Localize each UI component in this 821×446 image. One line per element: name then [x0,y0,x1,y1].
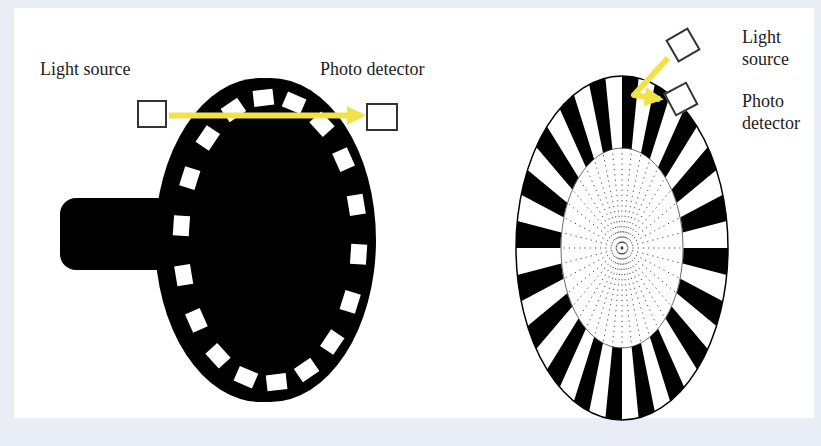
spoke [579,248,623,319]
spoke [622,248,677,293]
spoke [622,167,658,248]
stripe [516,221,561,248]
stripe [681,195,727,233]
spoke [567,248,622,293]
component-label: Light source [742,26,814,70]
slot [173,215,190,236]
spoke [564,248,623,279]
slot [347,194,366,216]
slot [196,125,220,151]
disk-slots [173,89,367,392]
stripe [632,343,655,418]
stripe [560,95,594,168]
spoke [561,232,622,248]
spoke [622,148,623,248]
spoke [622,248,672,307]
stripe [528,293,573,349]
spoke [586,248,622,329]
spoke [586,167,622,248]
slot [266,373,288,391]
stripe [574,337,603,412]
spoke [622,248,632,347]
slot [253,89,275,107]
component-label: Light source [40,58,130,80]
slotted-disk [164,78,376,402]
stripe [677,279,723,326]
slot [320,329,344,355]
spoke [622,178,666,249]
spoke [622,232,683,248]
stripe [517,264,563,302]
spoke [572,189,622,248]
spoke [622,248,623,348]
striped-disk [516,76,728,420]
photo-detector-box: Photo detector [664,82,698,116]
spoke [622,248,683,264]
spoke [622,248,684,249]
spoke [622,248,666,319]
spoke [561,248,623,249]
stripe [683,248,728,275]
spoke [622,159,650,248]
stripe [650,329,684,402]
spoke [622,248,650,337]
disk-spokes [561,148,684,348]
photo-detector-box: Photo detector [366,103,398,131]
light-source-box: Light source [666,28,700,62]
spoke [561,248,622,264]
spoke [622,248,658,329]
sensor-square [663,81,698,116]
spoke [572,248,622,307]
spoke [622,248,641,343]
slot [350,244,367,265]
spoke [622,150,632,249]
spoke [567,203,622,248]
spoke [603,248,622,343]
slot [234,366,259,389]
slot [294,358,320,383]
stripe [605,347,622,421]
disk-stripes [516,76,728,420]
slot [174,264,193,286]
slot [332,147,355,172]
spoke [612,248,622,347]
slot [221,98,247,123]
component-label: Photo detector [320,58,424,80]
stripe [589,78,612,153]
spoke [579,178,623,249]
sensor-square [137,100,167,128]
slot [340,290,361,314]
light-source-box: Light source [137,100,167,128]
slot [282,91,307,114]
slot [185,308,208,333]
spoke [603,153,622,248]
stripe [622,76,639,150]
spoke [622,248,681,279]
spoke [622,189,672,248]
spoke [612,150,622,249]
stripe [672,147,717,203]
slot [205,343,230,369]
spoke [622,217,681,248]
stripe [521,170,567,217]
spoke [594,159,622,248]
slot [179,166,200,190]
sensor-square [665,27,701,63]
spoke [594,248,622,337]
spoke [622,203,677,248]
component-label: Photo detector [742,90,814,134]
spoke [622,153,641,248]
inner-ring [561,148,683,348]
sensor-square [366,103,398,131]
spoke [564,217,623,248]
light-beam-arrow [169,113,362,119]
